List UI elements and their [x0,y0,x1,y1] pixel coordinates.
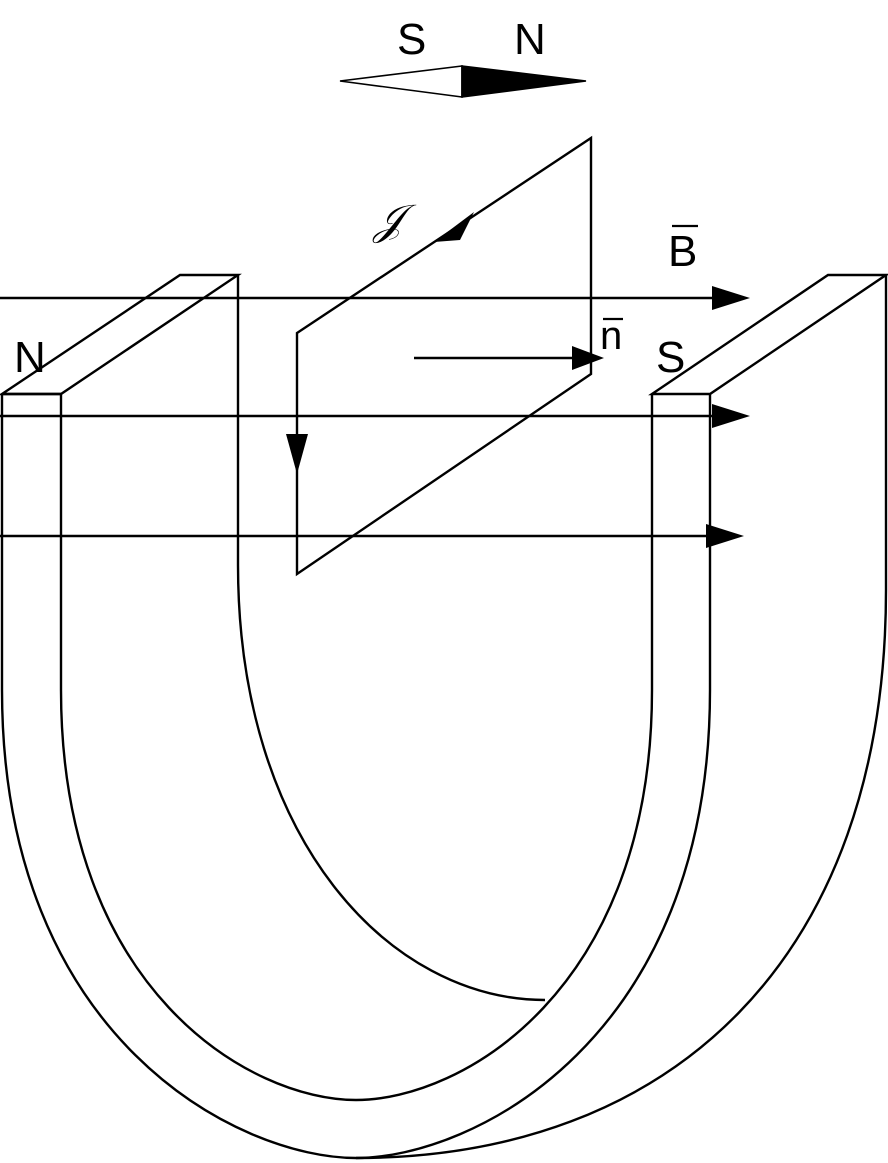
field-line-middle-arrowhead [712,404,750,428]
normal-vector-arrowhead [572,346,604,370]
magnet-front-outer-u [0,394,712,1160]
field-lines [0,286,750,548]
horseshoe-magnet [0,273,888,1160]
compass-needle [339,65,587,98]
field-line-bottom-arrowhead [706,524,744,548]
south-arm-top-face [648,273,888,396]
field-line-top-arrowhead [712,286,750,310]
compass-north-half [461,65,587,98]
magnet-front-inner-u [59,394,654,1102]
field-label: B [668,227,697,276]
normal-label: n [600,314,622,358]
current-arrow-left [286,434,308,474]
compass-south-half [339,65,463,98]
current-arrow-top [434,212,474,242]
current-label: 𝒥 [372,195,417,244]
magnet-back-inner-u [236,564,546,1002]
compass-south-label: S [397,15,426,64]
magnet-back-outer-u [355,589,888,1160]
north-pole-label: N [14,333,46,382]
current-loop [286,135,604,577]
compass-north-label: N [514,15,546,64]
current-loop-frame [295,135,593,577]
south-pole-label: S [656,333,685,382]
